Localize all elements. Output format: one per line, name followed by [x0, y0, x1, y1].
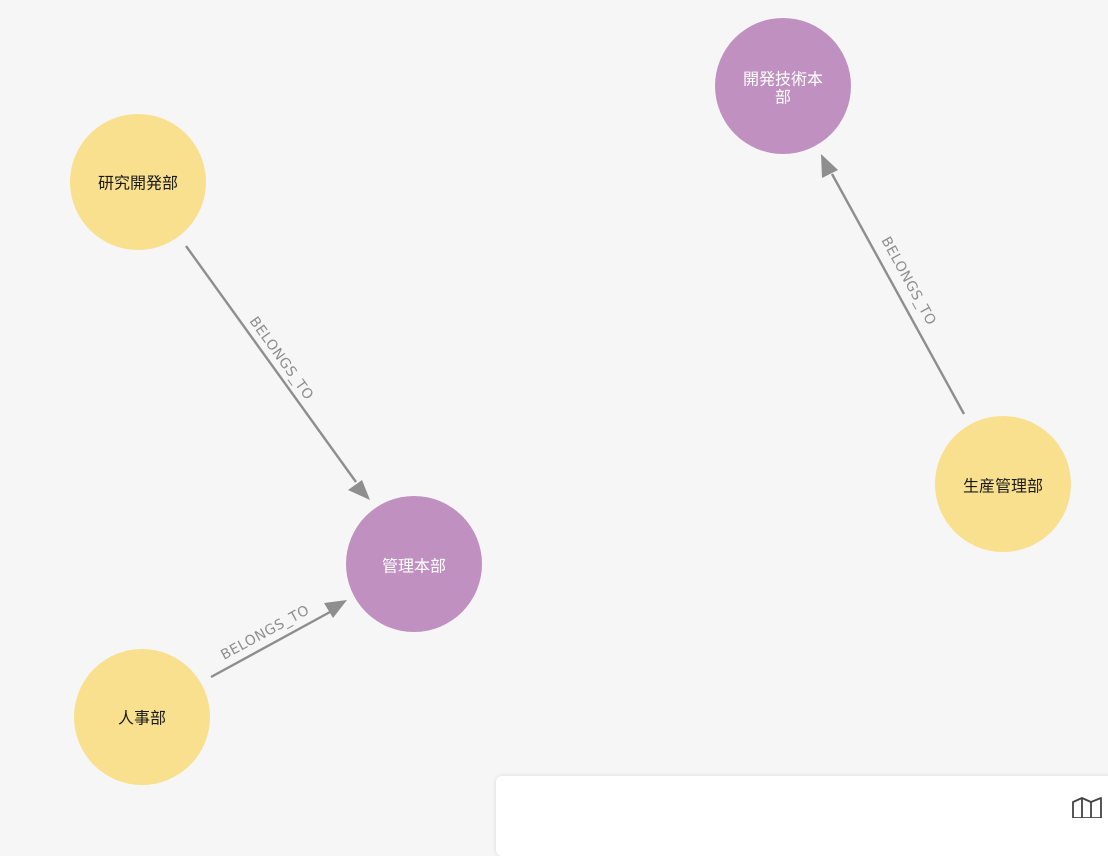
node-jinji[interactable]: 人事部 — [74, 649, 210, 785]
node-kenkyu[interactable]: 研究開発部 — [70, 114, 206, 250]
arrowhead-icon — [324, 600, 347, 618]
node-kaihatsu[interactable]: 開発技術本 部 — [715, 18, 851, 154]
graph-canvas[interactable]: BELONGS_TO BELONGS_TO BELONGS_TO 研究開発部 人… — [0, 0, 1108, 814]
edge-seisan-kaihatsu[interactable]: BELONGS_TO — [821, 154, 966, 415]
node-kanri[interactable]: 管理本部 — [346, 496, 482, 632]
node-label: 研究開発部 — [98, 174, 178, 193]
map-icon[interactable] — [1071, 796, 1105, 818]
node-seisan[interactable]: 生産管理部 — [935, 416, 1071, 552]
node-label: 人事部 — [118, 709, 166, 728]
node-label-line-1: 開発技術本 — [743, 70, 823, 89]
node-label-line-2: 部 — [775, 88, 791, 107]
arrowhead-icon — [348, 480, 370, 500]
arrowhead-icon — [821, 154, 838, 178]
node-label: 生産管理部 — [963, 477, 1043, 496]
bottom-panel — [496, 776, 1108, 856]
node-label: 管理本部 — [382, 557, 446, 576]
edge-kenkyu-kanri[interactable]: BELONGS_TO — [185, 245, 370, 500]
edge-label: BELONGS_TO — [246, 314, 317, 403]
edge-label: BELONGS_TO — [218, 602, 312, 663]
edge-jinji-kanri[interactable]: BELONGS_TO — [210, 600, 347, 679]
